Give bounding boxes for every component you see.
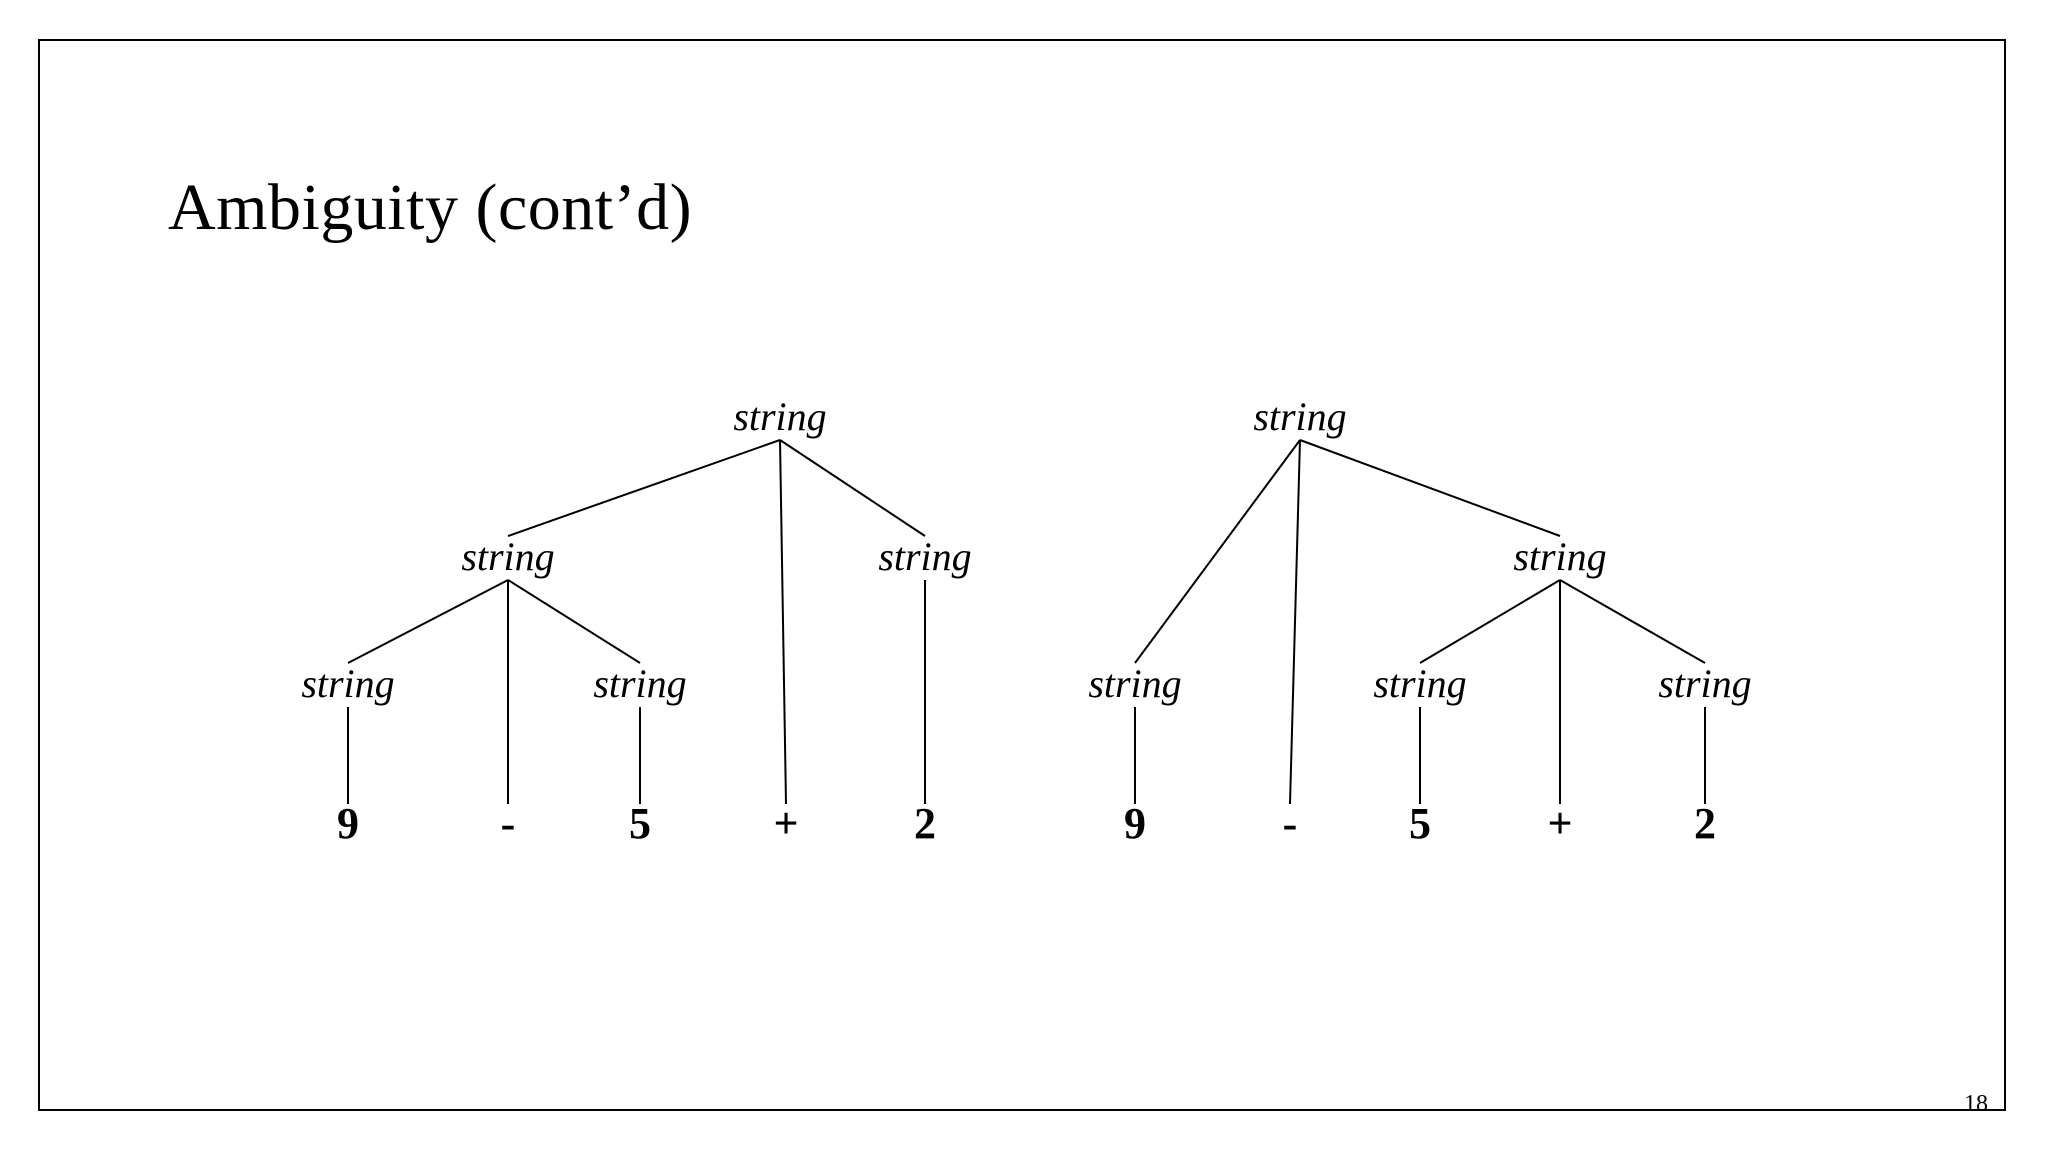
page-title: Ambiguity (cont’d) bbox=[168, 171, 693, 245]
page-number: 18 bbox=[1964, 1091, 1988, 1117]
slide-border-frame bbox=[38, 39, 2006, 1111]
